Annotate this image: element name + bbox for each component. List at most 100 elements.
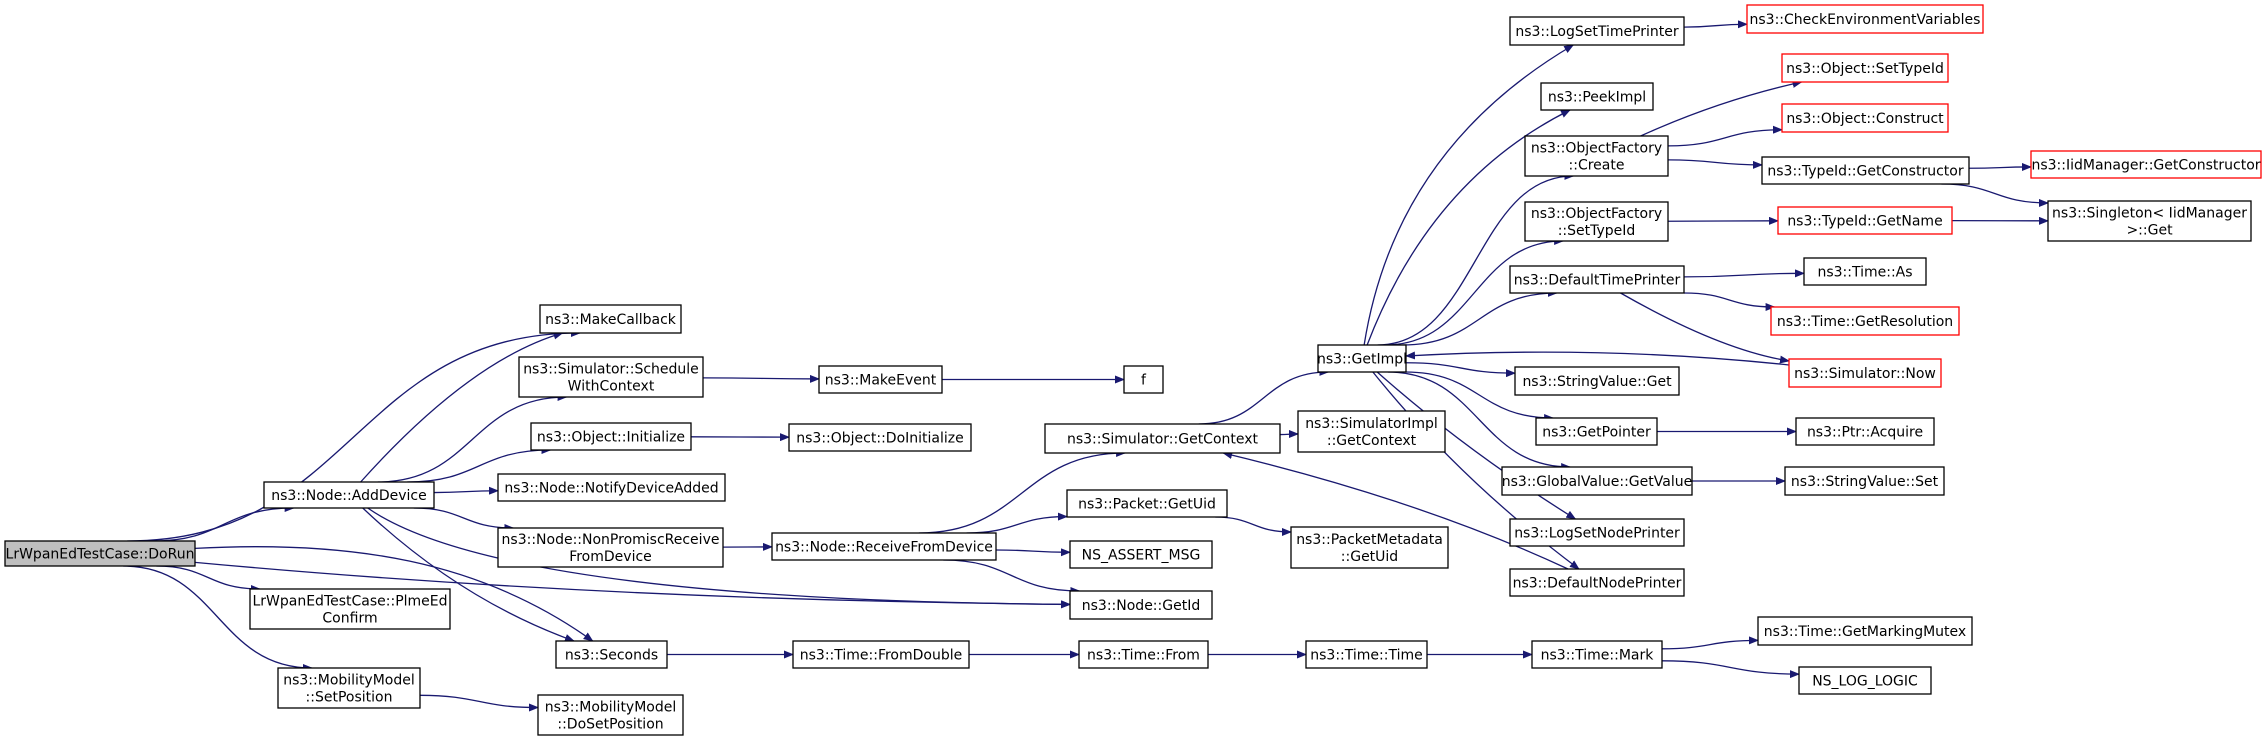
node-metadatagetuid-box [1290, 526, 1449, 569]
node-fromdouble-label-0: ns3::Time::FromDouble [800, 648, 963, 664]
node-timefrom-label-0: ns3::Time::From [1087, 648, 1200, 664]
node-typeidgetname-label-0: ns3::TypeId::GetName [1787, 214, 1942, 230]
node-iidgetconstructor[interactable]: ns3::IidManager::GetConstructor [2030, 150, 2262, 179]
edge-getimpl-to-getpointer [1405, 371, 1555, 422]
node-globalgetvalue[interactable]: ns3::GlobalValue::GetValue [1501, 466, 1693, 496]
node-adddevice[interactable]: ns3::Node::AddDevice [263, 481, 435, 509]
node-objsettypeid-label-0: ns3::Object::SetTypeId [1786, 61, 1944, 77]
node-nsloglogic[interactable]: NS_LOG_LOGIC [1798, 666, 1932, 695]
node-typeidgetconstructor[interactable]: ns3::TypeId::GetConstructor [1761, 156, 1970, 185]
node-typeidgetname-box [1777, 206, 1953, 235]
node-defaulttimeprinter[interactable]: ns3::DefaultTimePrinter [1509, 265, 1685, 294]
edge-typeidgetconstructor-to-iidgetconstructor [1968, 162, 2032, 171]
node-defaultnodeprinter[interactable]: ns3::DefaultNodePrinter [1509, 568, 1685, 597]
node-nodegetid[interactable]: ns3::Node::GetId [1069, 590, 1213, 620]
node-defaulttimeprinter-label-0: ns3::DefaultTimePrinter [1514, 273, 1681, 289]
node-peekimpl[interactable]: ns3::PeekImpl [1540, 82, 1654, 111]
node-packetgetuid-label-0: ns3::Packet::GetUid [1078, 497, 1216, 513]
node-nodegetid-label-0: ns3::Node::GetId [1082, 598, 1200, 614]
node-getpointer-box [1535, 417, 1658, 446]
node-receivefromdevice-box [771, 532, 997, 561]
node-getimpl[interactable]: ns3::GetImpl [1317, 344, 1407, 373]
edge-getimpl-to-stringvalueget [1405, 362, 1516, 378]
node-iidgetconstructor-label-0: ns3::IidManager::GetConstructor [2031, 158, 2260, 174]
node-objfactorysettypeid[interactable]: ns3::ObjectFactory::SetTypeId [1524, 201, 1669, 242]
node-doinitialize[interactable]: ns3::Object::DoInitialize [788, 423, 972, 452]
node-seconds[interactable]: ns3::Seconds [555, 640, 668, 669]
node-objinitialize[interactable]: ns3::Object::Initialize [530, 422, 692, 451]
node-receivefromdevice[interactable]: ns3::Node::ReceiveFromDevice [771, 532, 997, 561]
node-typeidgetconstructor-box [1761, 156, 1970, 185]
node-timeas[interactable]: ns3::Time::As [1803, 257, 1927, 286]
node-objsettypeid[interactable]: ns3::Object::SetTypeId [1781, 53, 1949, 83]
node-logsetnodeprinter[interactable]: ns3::LogSetNodePrinter [1509, 518, 1685, 547]
node-nonpromisc-box [497, 527, 724, 568]
node-getcontext[interactable]: ns3::Simulator::GetContext [1044, 423, 1281, 454]
node-timetime[interactable]: ns3::Time::Time [1305, 640, 1428, 669]
node-logsettimeprinter[interactable]: ns3::LogSetTimePrinter [1509, 16, 1685, 46]
node-objfactorycreate-box [1524, 135, 1669, 177]
node-simnow[interactable]: ns3::Simulator::Now [1788, 358, 1942, 388]
node-makeevent-label-0: ns3::MakeEvent [825, 373, 937, 389]
node-timegetresolution-label-0: ns3::Time::GetResolution [1777, 314, 1953, 330]
node-objconstruct[interactable]: ns3::Object::Construct [1781, 103, 1949, 133]
node-typeidgetconstructor-label-0: ns3::TypeId::GetConstructor [1767, 164, 1963, 180]
edge-getimpl-to-defaulttimeprinter [1402, 289, 1558, 346]
node-timeas-label-0: ns3::Time::As [1817, 265, 1912, 281]
node-objfactorysettypeid-box [1524, 201, 1669, 242]
node-stringvalueget-label-0: ns3::StringValue::Get [1522, 374, 1672, 390]
node-packetgetuid[interactable]: ns3::Packet::GetUid [1066, 489, 1228, 518]
node-logsetnodeprinter-box [1509, 518, 1685, 547]
node-objfactorycreate[interactable]: ns3::ObjectFactory::Create [1524, 135, 1669, 177]
edge-packetgetuid-to-metadatagetuid [1215, 516, 1292, 536]
node-ptracquire-box [1795, 417, 1935, 446]
node-dorun-label-0: LrWpanEdTestCase::DoRun [6, 547, 195, 563]
node-getpointer-label-0: ns3::GetPointer [1542, 425, 1651, 441]
node-checkenv-box [1746, 4, 1984, 34]
node-timegetresolution[interactable]: ns3::Time::GetResolution [1770, 306, 1960, 336]
node-getmarkingmutex[interactable]: ns3::Time::GetMarkingMutex [1757, 616, 1973, 646]
node-iidgetconstructor-box [2030, 150, 2262, 179]
node-makecallback[interactable]: ns3::MakeCallback [539, 304, 682, 334]
node-dosetposition-label-0: ns3::MobilityModel [545, 700, 677, 716]
edge-defaulttimeprinter-to-timegetresolution [1683, 292, 1776, 311]
edge-getimpl-to-logsetnodeprinter [1376, 371, 1577, 520]
edge-dorun-to-makecallback [127, 329, 582, 542]
node-fromdouble[interactable]: ns3::Time::FromDouble [792, 640, 970, 669]
node-simimplgetcontext[interactable]: ns3::SimulatorImpl::GetContext [1297, 410, 1446, 453]
node-seconds-label-0: ns3::Seconds [565, 648, 658, 664]
edge-logsettimeprinter-to-checkenv [1683, 20, 1748, 29]
edge-objfactorycreate-to-objconstruct [1667, 125, 1783, 147]
node-metadatagetuid[interactable]: ns3::PacketMetadata::GetUid [1290, 526, 1449, 569]
edge-adddevice-to-seconds [362, 507, 575, 642]
edge-getcontext-to-simimplgetcontext [1279, 429, 1299, 438]
node-checkenv-label-0: ns3::CheckEnvironmentVariables [1750, 12, 1981, 28]
node-assertmsg[interactable]: NS_ASSERT_MSG [1069, 540, 1213, 569]
node-timefrom[interactable]: ns3::Time::From [1078, 640, 1209, 669]
node-f[interactable]: f [1123, 365, 1164, 394]
node-timefrom-box [1078, 640, 1209, 669]
node-notifydeviceadded[interactable]: ns3::Node::NotifyDeviceAdded [497, 473, 726, 502]
node-timegetresolution-box [1770, 306, 1960, 336]
node-ptracquire[interactable]: ns3::Ptr::Acquire [1795, 417, 1935, 446]
node-singletonget[interactable]: ns3::Singleton< IidManager>::Get [2047, 200, 2252, 242]
node-checkenv[interactable]: ns3::CheckEnvironmentVariables [1746, 4, 1984, 34]
node-dosetposition[interactable]: ns3::MobilityModel::DoSetPosition [537, 694, 684, 736]
node-timemark-box [1531, 640, 1663, 669]
node-getpointer[interactable]: ns3::GetPointer [1535, 417, 1658, 446]
node-stringvalueget[interactable]: ns3::StringValue::Get [1514, 366, 1680, 396]
node-stringvalueset[interactable]: ns3::StringValue::Set [1784, 466, 1945, 496]
node-typeidgetname[interactable]: ns3::TypeId::GetName [1777, 206, 1953, 235]
node-timemark[interactable]: ns3::Time::Mark [1531, 640, 1663, 669]
edge-getimpl-to-peekimpl [1366, 109, 1571, 346]
node-makeevent[interactable]: ns3::MakeEvent [818, 365, 943, 394]
node-objinitialize-box [530, 422, 692, 451]
node-notifydeviceadded-box [497, 473, 726, 502]
node-dorun[interactable]: LrWpanEdTestCase::DoRun [4, 540, 196, 567]
node-setposition[interactable]: ns3::MobilityModel::SetPosition [277, 667, 421, 709]
node-nodegetid-box [1069, 590, 1213, 620]
node-assertmsg-box [1069, 540, 1213, 569]
